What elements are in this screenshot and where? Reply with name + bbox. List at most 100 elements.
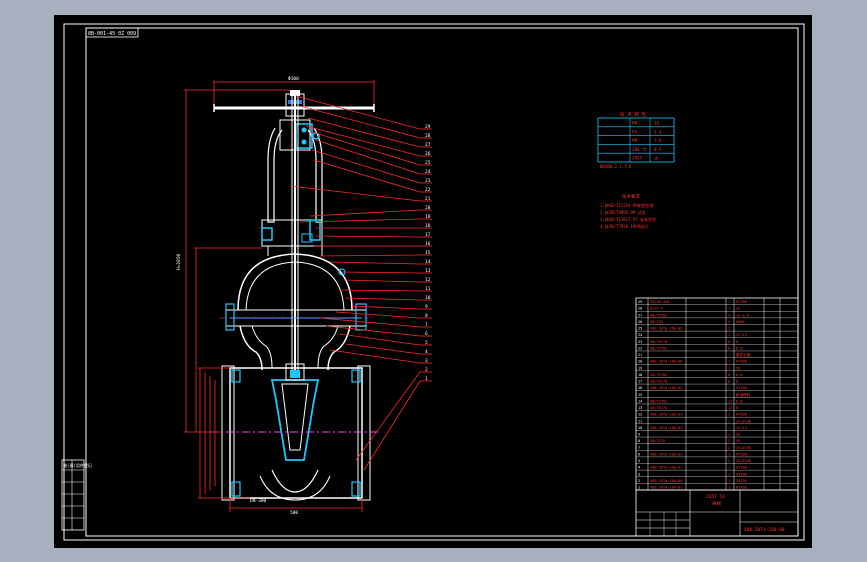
bom-cell: 45: [736, 439, 740, 443]
bom-cell: 8.8: [736, 346, 743, 350]
code-tag-text: 8B-001-45 0Z 009: [88, 31, 136, 37]
bom-cell: 1: [728, 413, 730, 417]
outer-border: [63, 23, 805, 541]
bom-cell: 29: [638, 300, 642, 304]
part-number-label: 16: [425, 241, 431, 247]
part-number-label: 21: [425, 196, 431, 202]
leader-line: [305, 125, 421, 157]
bom-cell: GB/T5782: [650, 373, 667, 377]
bom-cell: 1: [728, 327, 730, 331]
title-block: Z45T-16 闸阀 408.2HTa-160-00: [635, 489, 799, 537]
bom-cell: ZCuZn38: [736, 446, 751, 450]
leader-line: [351, 305, 421, 310]
leader-line: [329, 349, 421, 364]
bom-cell: 25: [638, 327, 642, 331]
bom-cell: 4: [728, 313, 730, 317]
bom-cell: 8: [728, 346, 730, 350]
bom-cell: 2: [728, 439, 730, 443]
bom-cell: 22: [638, 346, 642, 350]
part-number-label: 13: [425, 268, 431, 274]
bom-cell: 65Mn: [736, 320, 745, 324]
bom-cell: 16: [638, 386, 642, 390]
part-number-label: 18: [425, 223, 431, 229]
bom-cell: 3: [638, 472, 640, 476]
bom-cell: 8: [736, 380, 738, 384]
bom-cell: 408.2HTa-160-08: [650, 479, 682, 483]
bom-cell: 8: [728, 380, 730, 384]
bom-cell: 24: [638, 333, 642, 337]
bom-cell: 1: [728, 472, 730, 476]
leader-line: [299, 218, 421, 223]
bom-cell: 1: [728, 426, 730, 430]
bom-cell: 1: [638, 486, 640, 490]
bom-cell: 408.2HTa-160-09: [650, 327, 682, 331]
left-strip: 借(通)用件登记: [61, 459, 92, 531]
bom-cell: 15: [638, 393, 642, 397]
part-number-label: 3: [425, 358, 428, 364]
drawing-sheet: [54, 15, 812, 548]
bom-cell: 408.2HTa-160-06: [650, 360, 682, 364]
part-number-label: 17: [425, 232, 431, 238]
bom-cell: HT200: [736, 452, 747, 456]
part-number-label: 6: [425, 331, 428, 337]
bom-cell: 6: [638, 452, 640, 456]
left-strip-label: 借(通)用件登记: [63, 462, 92, 468]
tech-row-value: 0.5: [654, 147, 662, 152]
leader-line: [363, 380, 421, 471]
leader-line: [341, 271, 421, 274]
bom-cell: GB/T6170: [650, 406, 667, 410]
bom-cell: 1: [728, 393, 730, 397]
part-number-label: 10: [425, 295, 431, 301]
part-leaders: 1234567891011121314151617181920212223242…: [289, 95, 432, 471]
note-line-3: 3.按GB/T13927-92 标准检验: [600, 216, 656, 222]
part-number-label: 24: [425, 169, 431, 175]
leader-line: [319, 254, 421, 257]
part-number-label: 4: [425, 349, 428, 355]
bom-cell: 11: [638, 419, 642, 423]
bom-cell: 12-8.8: [736, 313, 749, 317]
yoke-left: [267, 127, 283, 223]
leader-line: [339, 333, 421, 346]
bom-cell: HT200: [736, 386, 747, 390]
bom-cell: 2: [638, 479, 640, 483]
bom-cell: 1: [728, 300, 730, 304]
bom-cell: ZG230-450: [650, 300, 669, 304]
part-number-label: 29: [425, 124, 431, 130]
leader-line: [309, 209, 421, 217]
leader-line: [335, 311, 421, 319]
bottom-dimension-label-1: DN-300: [250, 498, 267, 504]
bom-cell: 7: [638, 446, 640, 450]
bom-cell: HT200: [736, 413, 747, 417]
bom-cell: HT200: [736, 472, 747, 476]
bom-cell: 2: [728, 459, 730, 463]
part-number-label: 22: [425, 187, 431, 193]
bonnet-dome: [237, 253, 353, 311]
bom-cell: 18: [638, 373, 642, 377]
bom-cell: 8.8: [736, 399, 743, 403]
bom-cell: GB/T6170: [650, 340, 667, 344]
bom-cell: 408.2HTa-160-07: [650, 486, 682, 490]
valve-pipe-body: [229, 367, 363, 499]
bom-cell: 35: [736, 366, 740, 370]
tech-table-title: 技 术 特 性: [620, 111, 647, 118]
bom-cell: 12: [638, 413, 642, 417]
bom-cell: 1: [728, 353, 730, 357]
bom-cell: GB/T119: [650, 439, 665, 443]
leader-line: [289, 185, 421, 202]
leader-line: [345, 297, 421, 301]
part-number-label: 20: [425, 205, 431, 211]
bom-cell: 柔性石墨: [736, 352, 751, 357]
bom-cell: 1: [728, 466, 730, 470]
part-number-label: 28: [425, 133, 431, 139]
bom-cell: 2Cr13: [736, 333, 747, 337]
bom-cell: 1: [728, 366, 730, 370]
height-dimension-label: H=1050: [176, 253, 182, 270]
gate-wedge: [270, 379, 320, 461]
bom-cell: HT200: [736, 466, 747, 470]
part-number-label: 25: [425, 160, 431, 166]
dimensions: [184, 80, 375, 512]
bom-cell: 27: [638, 313, 642, 317]
bom-cell: 17: [638, 380, 642, 384]
code-tag-box: [85, 27, 139, 38]
